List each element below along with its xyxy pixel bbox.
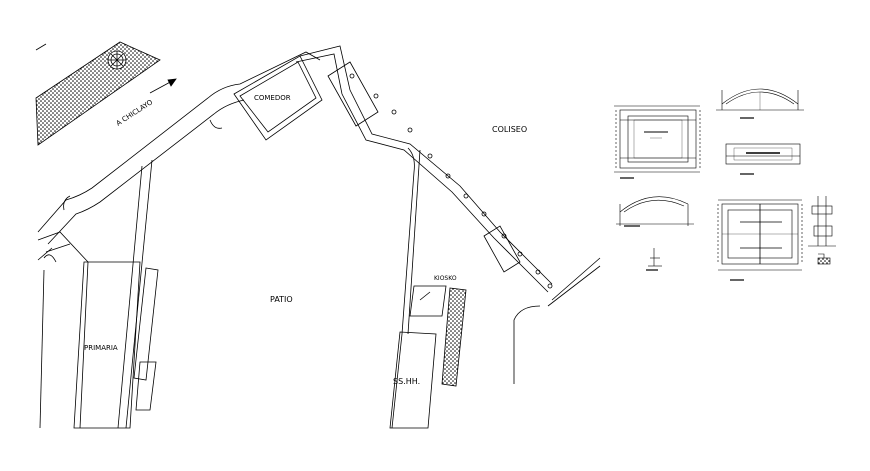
detail-section-1	[725, 143, 801, 175]
sshh-label: SS.HH.	[393, 377, 420, 386]
planter-hatch	[441, 287, 467, 387]
detail-plan-2	[717, 199, 803, 281]
detail-elevation-1	[716, 88, 804, 119]
kiosko-building	[409, 285, 447, 317]
detail-plan-1	[614, 105, 701, 179]
fence-posts	[349, 73, 553, 289]
primaria-building	[37, 231, 89, 429]
detail-drawings	[614, 88, 836, 281]
detail-elevation-2	[616, 196, 694, 227]
walkway-inner	[47, 99, 245, 245]
site-boundary	[299, 45, 553, 285]
coliseo-label: COLISEO	[492, 125, 527, 134]
site-plan	[35, 41, 601, 429]
sidewalk-hatch	[35, 41, 161, 146]
patio-label: PATIO	[270, 295, 293, 304]
walkway-outer	[37, 51, 321, 233]
detail-symbol	[646, 248, 662, 271]
sshh-building	[389, 331, 437, 429]
tree-icon	[107, 50, 127, 70]
road-label: A CHICLAYO	[115, 98, 155, 128]
comedor-building	[233, 55, 323, 141]
detail-wall	[808, 196, 836, 265]
comedor-label: COMEDOR	[254, 94, 291, 102]
primaria-label: PRIMARIA	[84, 344, 118, 352]
kiosko-label: KIOSKO	[434, 275, 457, 282]
